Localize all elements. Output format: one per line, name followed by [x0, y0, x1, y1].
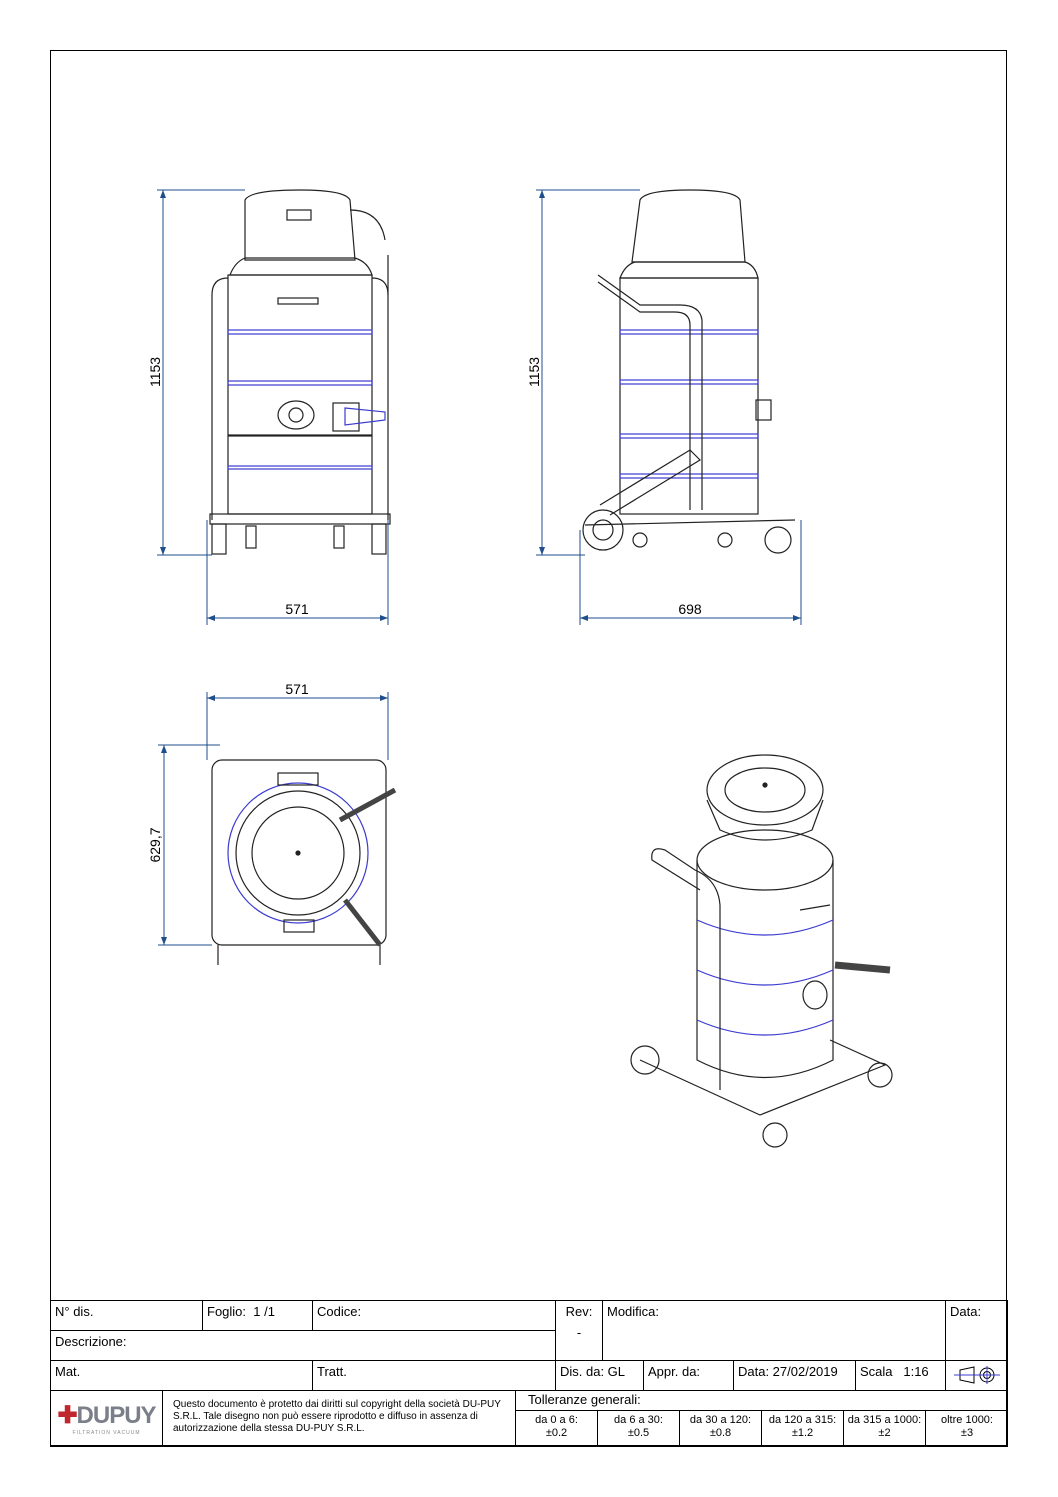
top-depth-dimension: 629,7: [147, 827, 163, 862]
tolerance-cell: oltre 1000:±3: [941, 1414, 993, 1439]
dimension-lines: [157, 189, 802, 946]
revision-date-field: Data:: [946, 1301, 1008, 1361]
approved-by-field: Appr. da:: [644, 1361, 734, 1391]
sheet-value: 1 /1: [253, 1304, 275, 1319]
company-logo: ✚DUPUY FILTRATION VACUUM: [51, 1391, 163, 1447]
treatment-field: Tratt.: [313, 1361, 556, 1391]
front-view: [209, 189, 391, 555]
title-block: N° dis. Foglio: 1 /1 Codice: Rev: - Modif…: [50, 1300, 1008, 1447]
logo-tagline: FILTRATION VACUUM: [72, 1430, 141, 1436]
tolerances-header: Tolleranze generali:: [516, 1391, 1008, 1411]
drawn-by-field: Dis. da: GL: [556, 1361, 644, 1391]
top-width-dimension: 571: [285, 681, 309, 697]
modification-field: Modifica:: [603, 1301, 946, 1361]
scale-field: Scala 1:16: [856, 1361, 946, 1391]
tolerance-cell: da 120 a 315:±1.2: [762, 1411, 844, 1447]
projection-symbol-icon: [946, 1361, 1008, 1391]
revision-label: Rev:: [565, 1304, 593, 1319]
front-width-dimension: 571: [285, 601, 309, 617]
revision-value: -: [576, 1325, 582, 1340]
date-field: Data: 27/02/2019: [734, 1361, 856, 1391]
top-view: [211, 759, 397, 965]
tolerance-cell: da 30 a 120:±0.8: [680, 1411, 762, 1447]
side-height-dimension: 1153: [526, 357, 542, 387]
description-field: Descrizione:: [51, 1331, 556, 1361]
front-height-dimension: 1153: [147, 357, 163, 387]
sheet-border: [50, 50, 1007, 1446]
tolerance-cell: da 0 a 6:±0.2: [516, 1411, 598, 1447]
isometric-view: [630, 754, 893, 1148]
logo-text: ✚DUPUY: [57, 1402, 156, 1429]
sheet-label: Foglio:: [207, 1304, 247, 1319]
drawing-views: 1153 571 1153 698 571 629,7: [147, 189, 893, 1148]
material-field: Mat.: [51, 1361, 313, 1391]
side-view: [582, 189, 796, 554]
code-field: Codice:: [313, 1301, 556, 1331]
revision-field: Rev: -: [556, 1301, 603, 1361]
drawing-number: N° dis.: [51, 1301, 203, 1331]
tolerance-cell: da 6 a 30:±0.5: [598, 1411, 680, 1447]
side-width-dimension: 698: [678, 601, 702, 617]
sheet-field: Foglio: 1 /1: [203, 1301, 313, 1331]
tolerance-cell: da 315 a 1000:±2: [844, 1411, 926, 1447]
copyright-notice: Questo documento è protetto dai diritti …: [163, 1391, 516, 1447]
